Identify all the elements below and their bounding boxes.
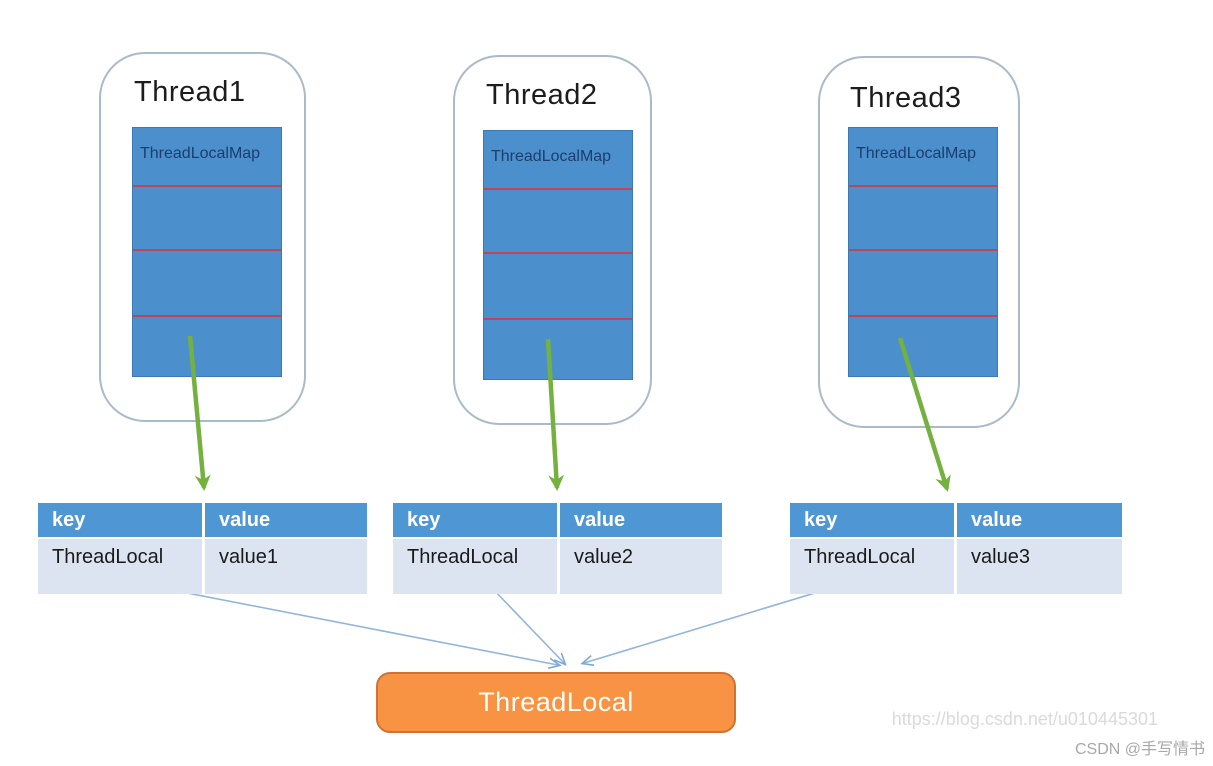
thread2-map-label: ThreadLocalMap [491,148,612,165]
map-slot-divider [133,185,281,187]
map-slot-divider [849,185,997,187]
table1-value-header: value [205,503,367,537]
map-slot-divider [484,318,632,320]
table3-key-header: key [790,503,954,537]
thread3-card: Thread3 ThreadLocalMap [818,56,1020,428]
kv-table-2: key value ThreadLocal value2 [393,503,722,594]
table3-key-cell: ThreadLocal [790,539,954,594]
table2-key-cell: ThreadLocal [393,539,557,594]
table1-key-header: key [38,503,202,537]
table2-value-cell: value2 [560,539,722,594]
kv-table-3: key value ThreadLocal value3 [790,503,1122,594]
thread1-card: Thread1 ThreadLocalMap [99,52,306,422]
map-slot-divider [849,315,997,317]
thread1-threadlocalmap-box: ThreadLocalMap [132,127,282,377]
thread2-title: Thread2 [486,79,598,111]
kv-table-1: key value ThreadLocal value1 [38,503,367,594]
table2-value-header: value [560,503,722,537]
map-slot-divider [133,315,281,317]
table3-value-cell: value3 [957,539,1122,594]
thread1-map-label: ThreadLocalMap [140,145,261,162]
map-slot-divider [133,249,281,251]
threadlocal-shared-label: ThreadLocal [478,687,634,717]
thread3-title: Thread3 [850,82,962,114]
thread2-card: Thread2 ThreadLocalMap [453,55,652,425]
map-slot-divider [484,188,632,190]
map-slot-divider [849,249,997,251]
thread1-title: Thread1 [134,76,246,108]
table1-key-cell: ThreadLocal [38,539,202,594]
thread2-threadlocalmap-box: ThreadLocalMap [483,130,633,380]
thread3-threadlocalmap-box: ThreadLocalMap [848,127,998,377]
table1-value-cell: value1 [205,539,367,594]
table3-value-header: value [957,503,1122,537]
thread3-map-label: ThreadLocalMap [856,145,977,162]
table2-key-header: key [393,503,557,537]
map-slot-divider [484,252,632,254]
threadlocal-shared-box: ThreadLocal [376,672,736,733]
watermark-author: CSDN @手写情书 [1074,741,1205,758]
watermark-url: https://blog.csdn.net/u010445301 [891,709,1158,729]
